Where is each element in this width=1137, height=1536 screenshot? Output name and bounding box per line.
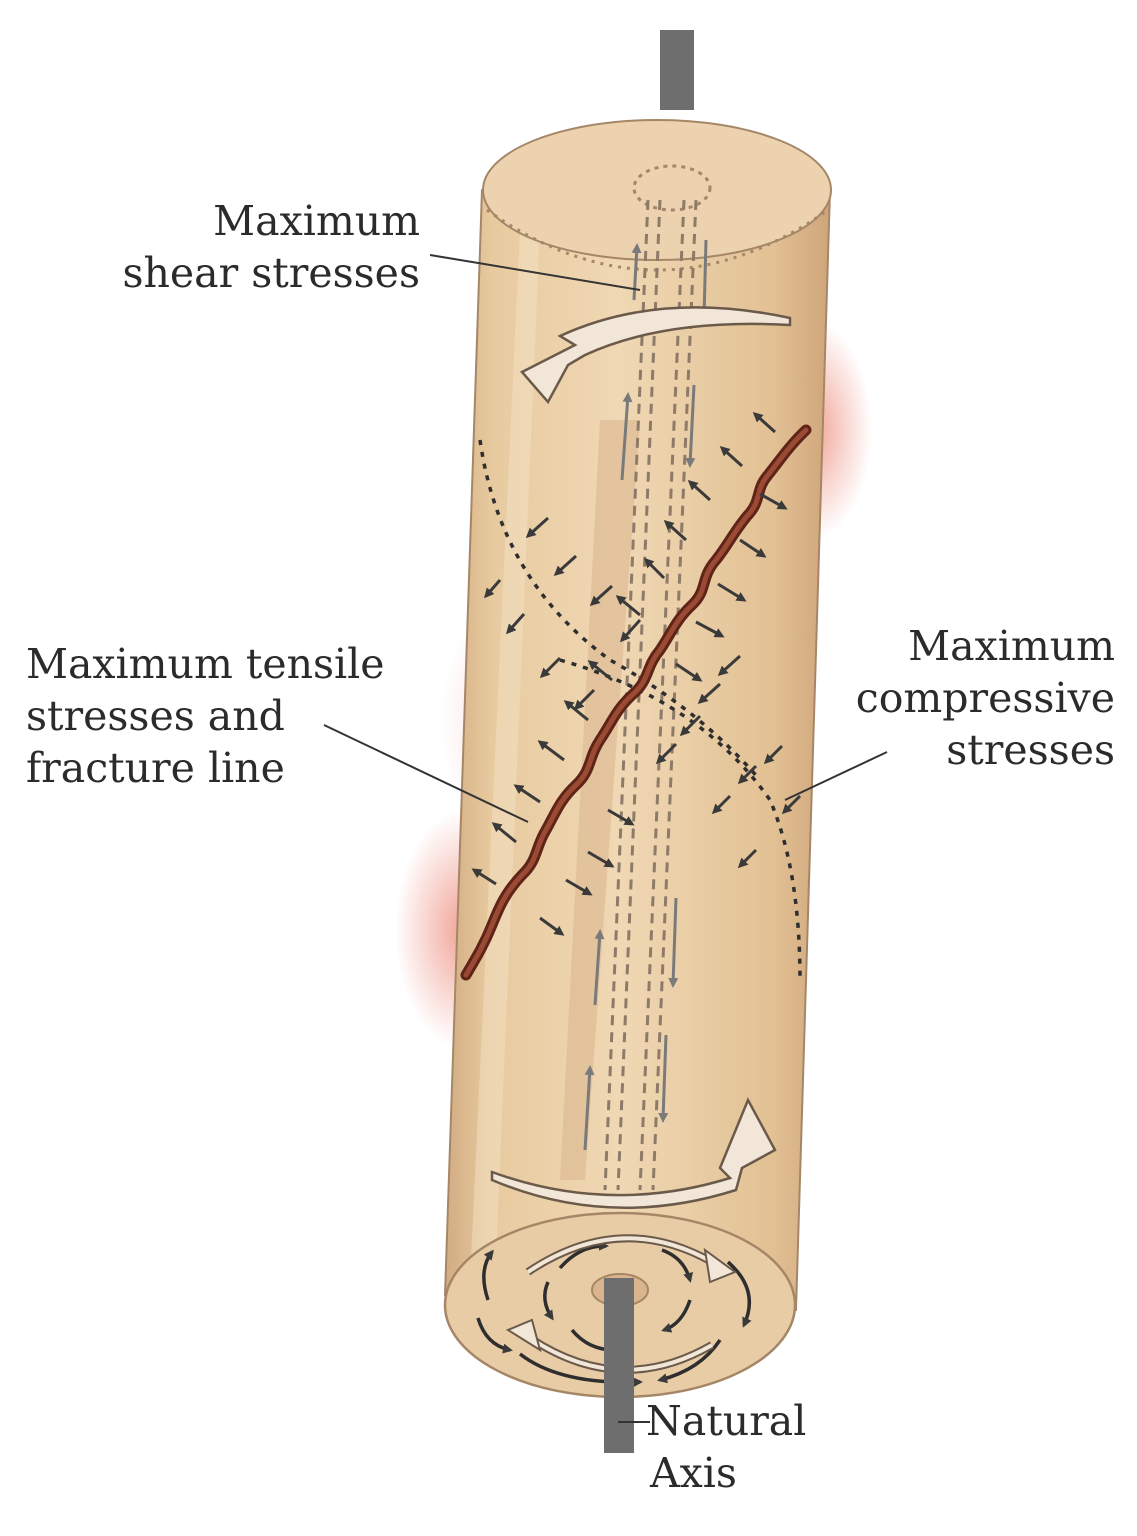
- label-line: Maximum tensile: [26, 640, 385, 688]
- label-line: stresses and: [26, 692, 285, 740]
- end-face-arrowhead-bottom: [505, 1318, 542, 1353]
- medullary-canal-top: [632, 164, 712, 212]
- end-face-outer-arrow-top-inner: [526, 1236, 713, 1274]
- shear-stress-arrows: [583, 239, 710, 1151]
- label-line: shear stresses: [122, 249, 420, 297]
- leader-compressive: [784, 751, 888, 801]
- label-line: Axis: [650, 1449, 737, 1497]
- tensile-stress-arrows: [471, 411, 788, 936]
- twist-arrow-bottom: [490, 1097, 777, 1210]
- axis-rod-top: [660, 30, 694, 110]
- label-max-tensile-stresses: Maximum tensile stresses and fracture li…: [26, 638, 446, 794]
- end-face-arrowhead-top: [703, 1247, 738, 1284]
- label-line: fracture line: [26, 744, 285, 792]
- body-shading: [470, 230, 640, 1280]
- leader-lines: [323, 254, 888, 1423]
- label-line: compressive: [855, 674, 1115, 722]
- leader-tensile: [323, 724, 529, 823]
- label-natural-axis: Natural Axis: [646, 1395, 846, 1499]
- axis-rod-bottom: [604, 1278, 634, 1453]
- compressive-stress-line-left: [478, 439, 762, 782]
- leader-shear: [429, 254, 641, 291]
- label-max-compressive-stresses: Maximum compressive stresses: [800, 620, 1115, 776]
- label-line: Maximum: [213, 197, 420, 245]
- label-line: stresses: [946, 726, 1115, 774]
- compressive-stress-arrows: [484, 516, 802, 869]
- label-max-shear-stresses: Maximum shear stresses: [110, 195, 420, 299]
- label-line: Natural: [646, 1397, 807, 1445]
- twist-arrow-top: [520, 306, 792, 405]
- fracture-line-highlight: [463, 427, 809, 978]
- label-line: Maximum: [908, 622, 1115, 670]
